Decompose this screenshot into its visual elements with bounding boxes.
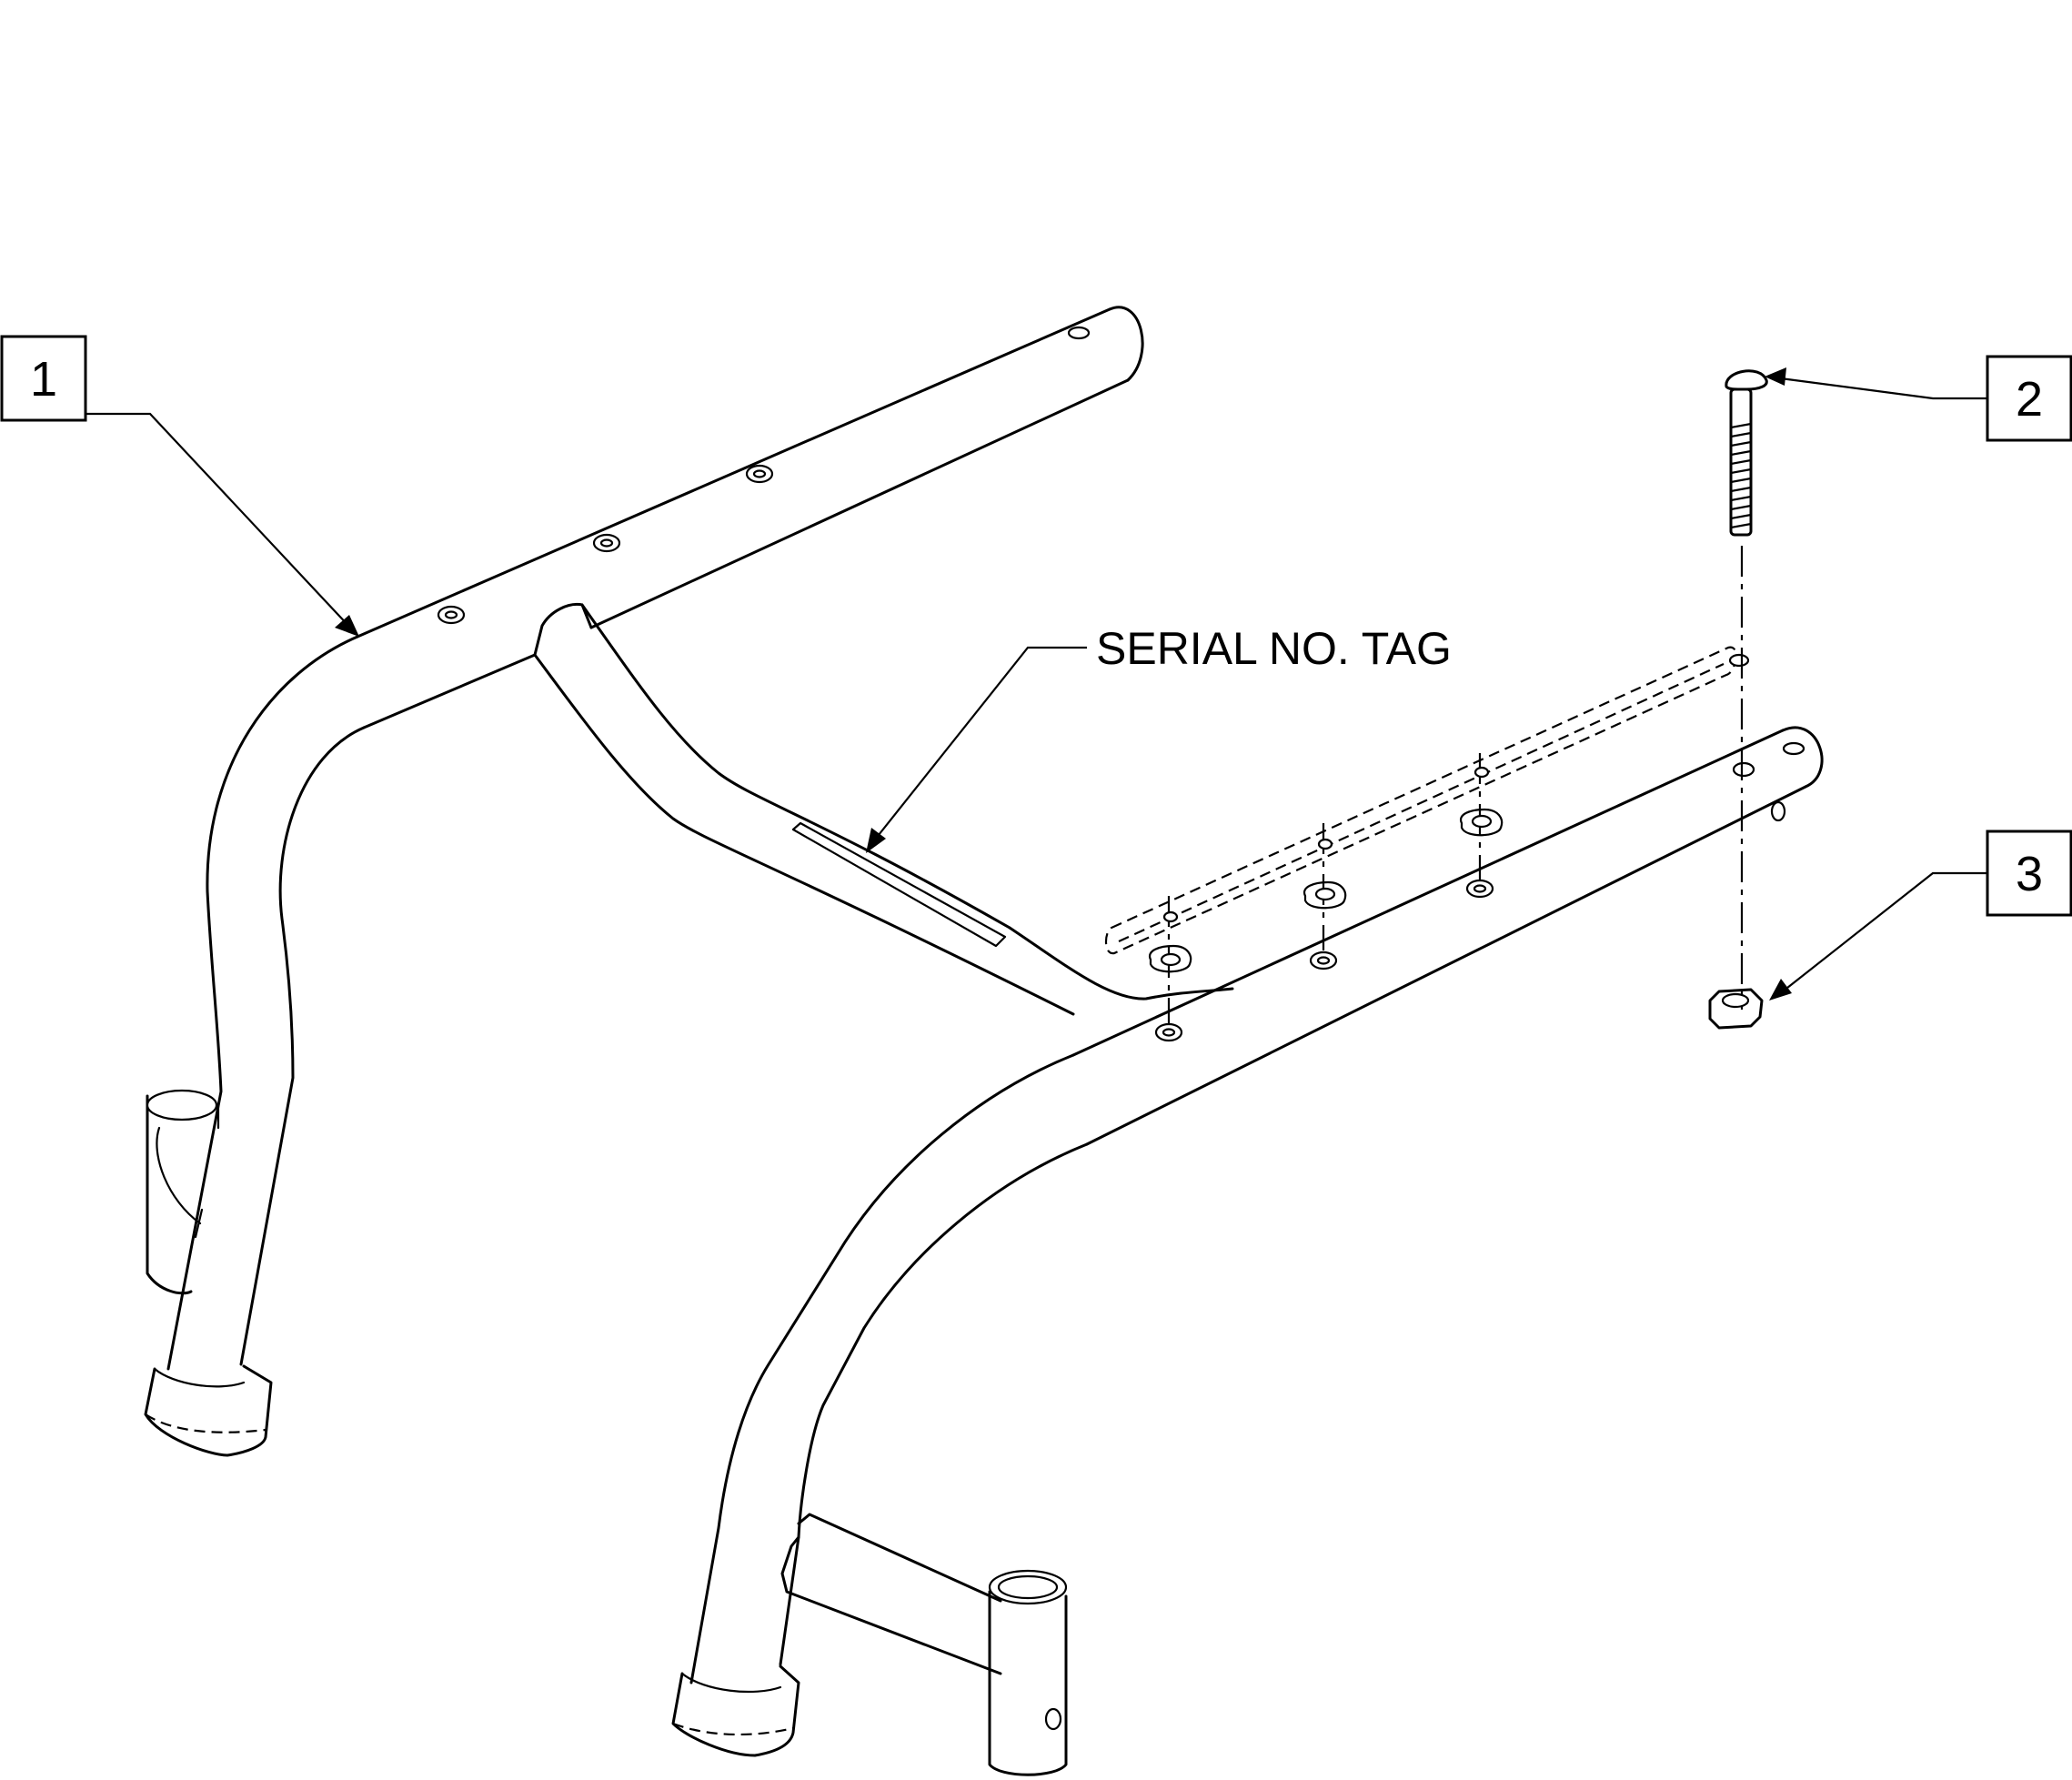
spacer-stack-3	[1459, 753, 1504, 880]
spacer-stack-2	[1303, 823, 1347, 950]
bolt	[1725, 369, 1768, 1010]
left-leg	[144, 635, 366, 1457]
callout-3: 3	[1986, 830, 2072, 917]
leader-serial-tag	[866, 646, 1087, 853]
leader-1	[86, 412, 359, 637]
frame-assembly	[144, 306, 1824, 1776]
right-leg	[671, 1053, 1089, 1776]
callout-number-2: 2	[2016, 372, 2043, 427]
callout-1: 1	[0, 335, 87, 422]
callout-number-3: 3	[2016, 847, 2043, 901]
callout-2: 2	[1986, 355, 2072, 442]
leader-2	[1765, 367, 1987, 400]
left-rail	[356, 306, 1144, 729]
cross-brace	[533, 602, 1234, 1016]
leader-3	[1769, 871, 1987, 1001]
right-rail	[1071, 726, 1824, 1146]
serial-tag-label: SERIAL NO. TAG	[1096, 623, 1452, 674]
nut	[1708, 988, 1764, 1030]
spacer-stack-1	[1148, 896, 1192, 1023]
callout-number-1: 1	[30, 352, 57, 407]
mounting-plate-phantom	[1104, 646, 1750, 1023]
